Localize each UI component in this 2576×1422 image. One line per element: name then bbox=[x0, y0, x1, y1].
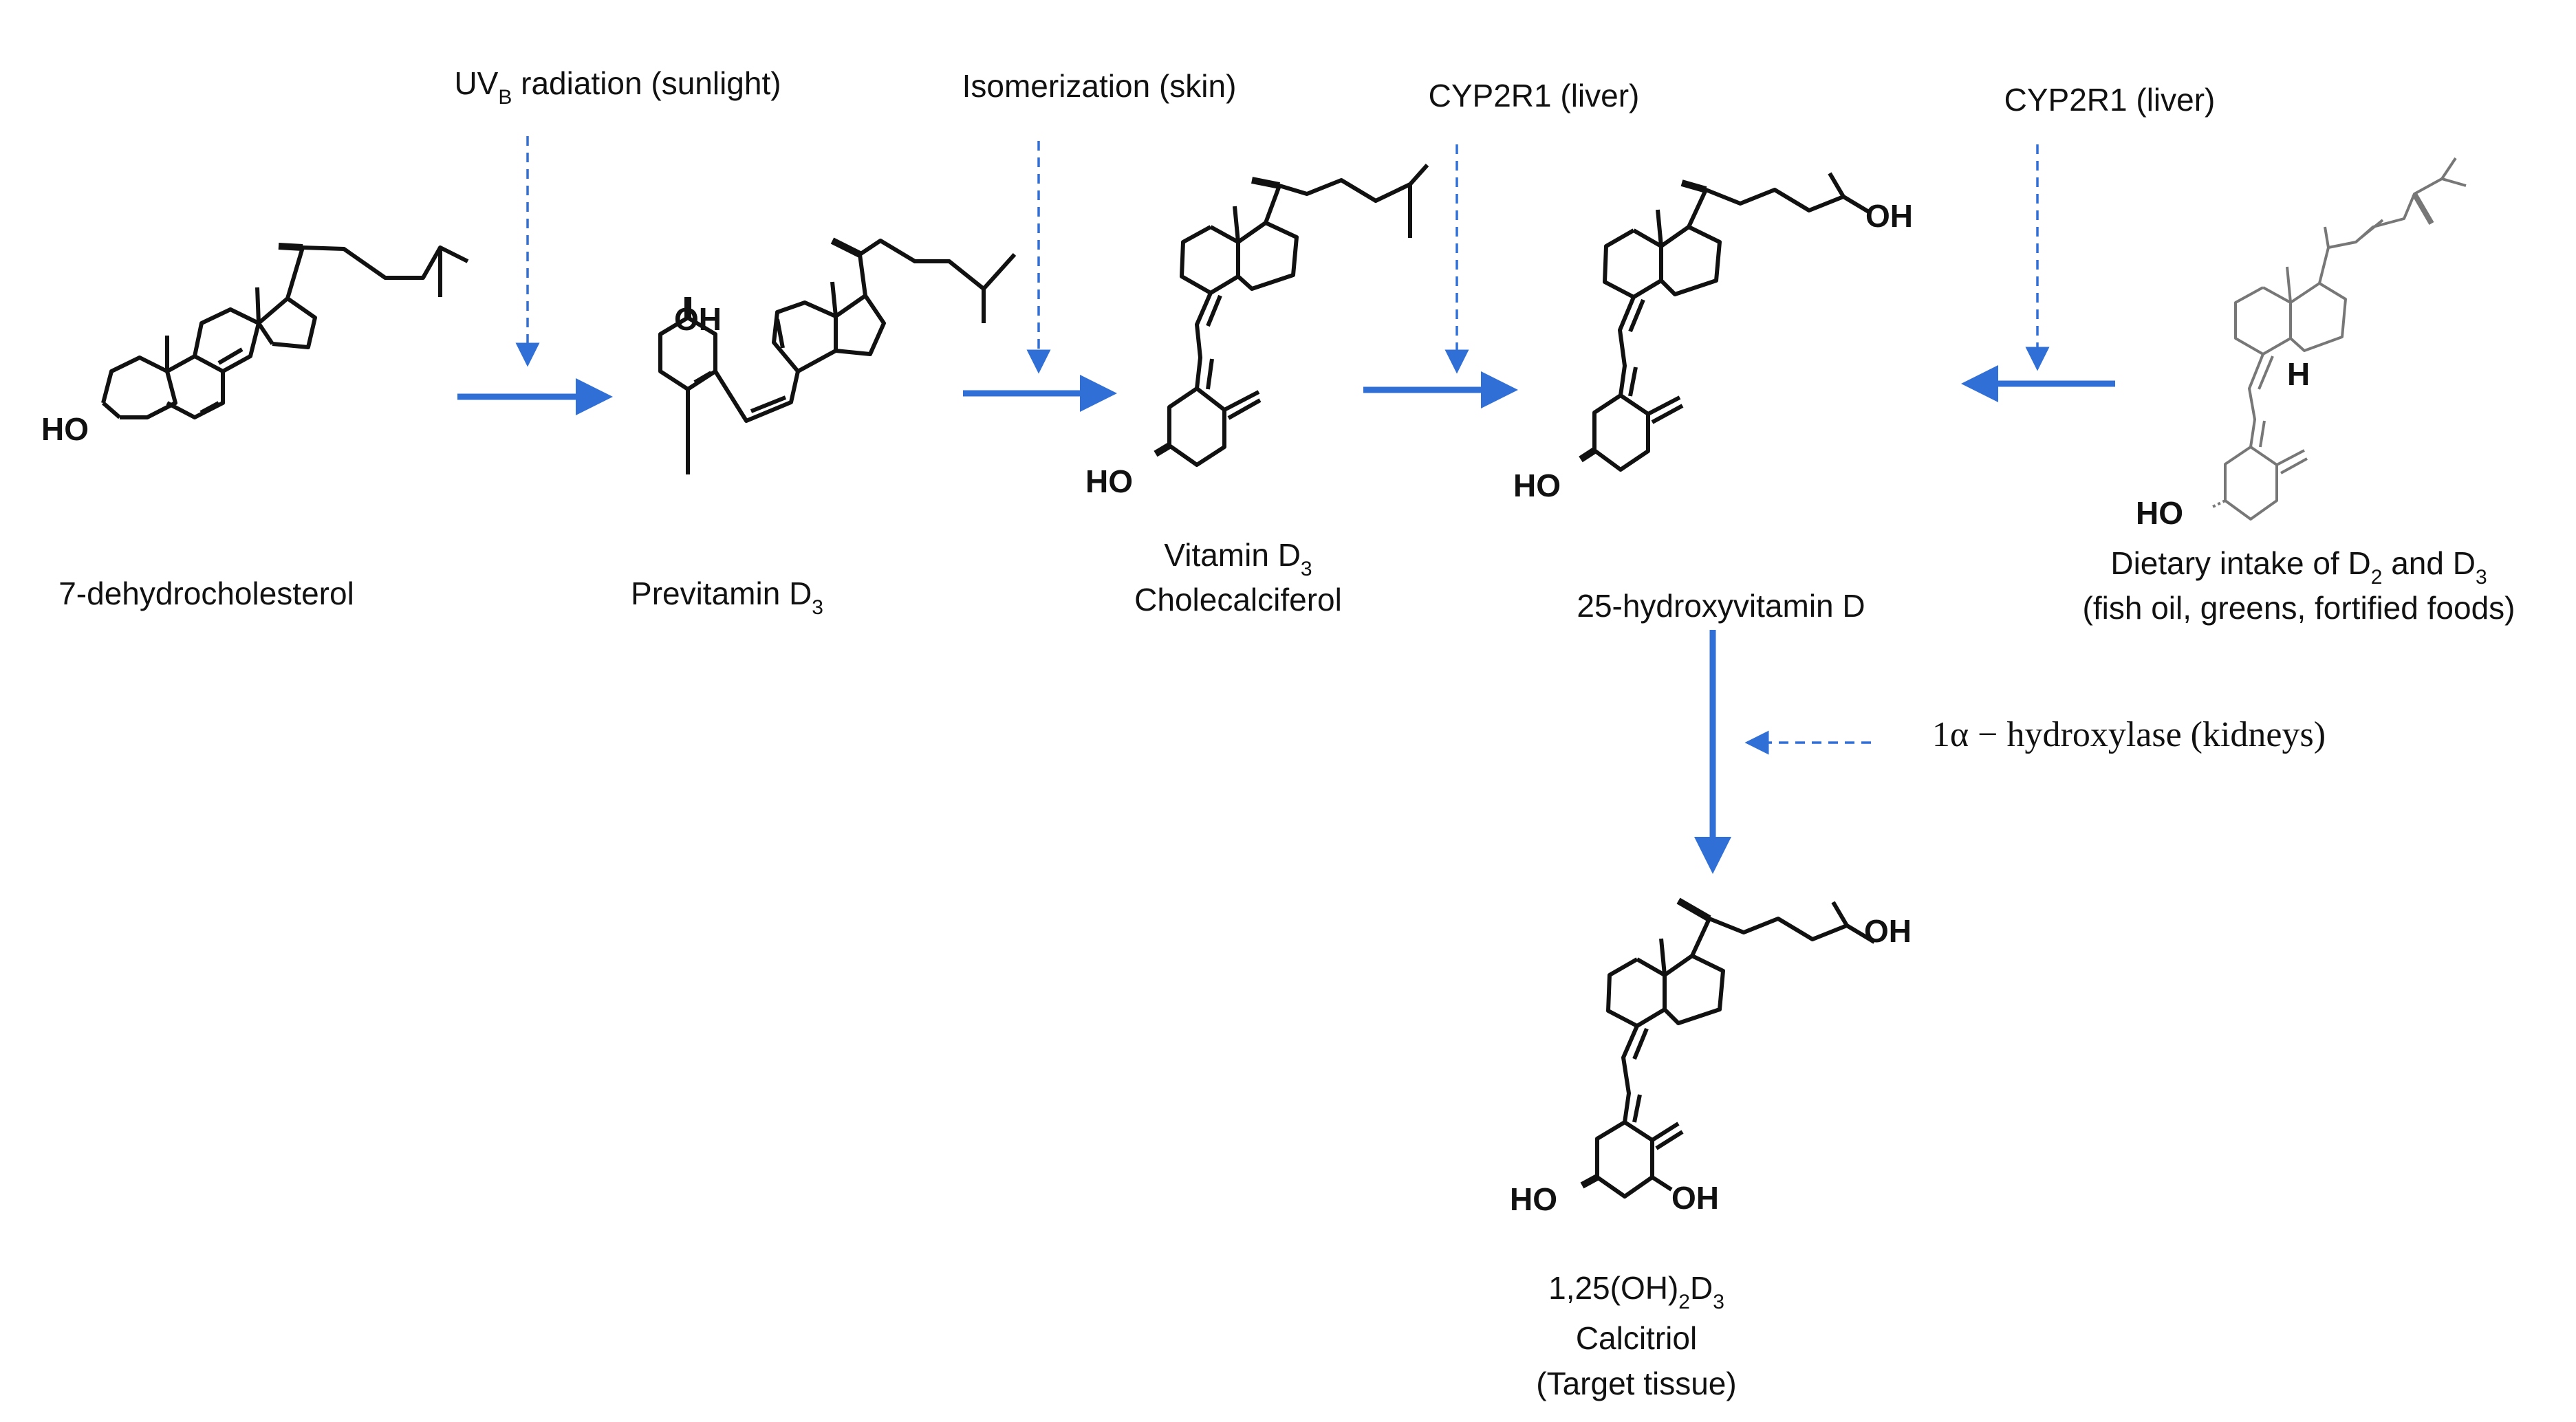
vitamin-d3-label: Vitamin D3 Cholecalciferol bbox=[1134, 537, 1342, 617]
structure-25-hydroxyvitamin-d: OH HO bbox=[1513, 172, 1913, 503]
svg-text:OH: OH bbox=[1864, 913, 1912, 949]
structure-dietary-d2: H HO bbox=[2136, 157, 2467, 531]
dietary-intake-label: Dietary intake of D2 and D3 (fish oil, g… bbox=[2082, 545, 2515, 626]
cyp2r1-label-1: CYP2R1 (liver) bbox=[1428, 78, 1640, 113]
calcitriol-label: 1,25(OH)2D3 Calcitriol (Target tissue) bbox=[1536, 1270, 1737, 1401]
structure-previtamin-d3: OH bbox=[658, 237, 1017, 474]
svg-text:HO: HO bbox=[1510, 1181, 1557, 1217]
svg-text:H: H bbox=[2287, 356, 2310, 392]
uvb-radiation-label: UVB radiation (sunlight) bbox=[454, 65, 781, 109]
structure-calcitriol: OH HO OH bbox=[1510, 897, 1912, 1217]
structure-vitamin-d3: HO bbox=[1085, 164, 1429, 499]
svg-text:HO: HO bbox=[1085, 463, 1133, 499]
previtamin-d3-label: Previtamin D3 bbox=[631, 576, 823, 619]
cyp2r1-label-2: CYP2R1 (liver) bbox=[2004, 82, 2216, 118]
1alpha-hydroxylase-label: 1α − hydroxylase (kidneys) bbox=[1931, 715, 2326, 754]
isomerization-label: Isomerization (skin) bbox=[962, 68, 1237, 104]
structure-7-dehydrocholesterol: HO bbox=[41, 243, 469, 447]
svg-text:OH: OH bbox=[1865, 198, 1913, 234]
25-hydroxyvitamin-d-label: 25-hydroxyvitamin D bbox=[1577, 588, 1865, 624]
dehydrocholesterol-label: 7-dehydrocholesterol bbox=[58, 576, 354, 611]
svg-text:OH: OH bbox=[674, 301, 722, 337]
svg-text:HO: HO bbox=[2136, 495, 2183, 531]
svg-text:OH: OH bbox=[1671, 1180, 1719, 1216]
svg-text:HO: HO bbox=[1513, 468, 1561, 503]
svg-text:HO: HO bbox=[41, 411, 89, 447]
